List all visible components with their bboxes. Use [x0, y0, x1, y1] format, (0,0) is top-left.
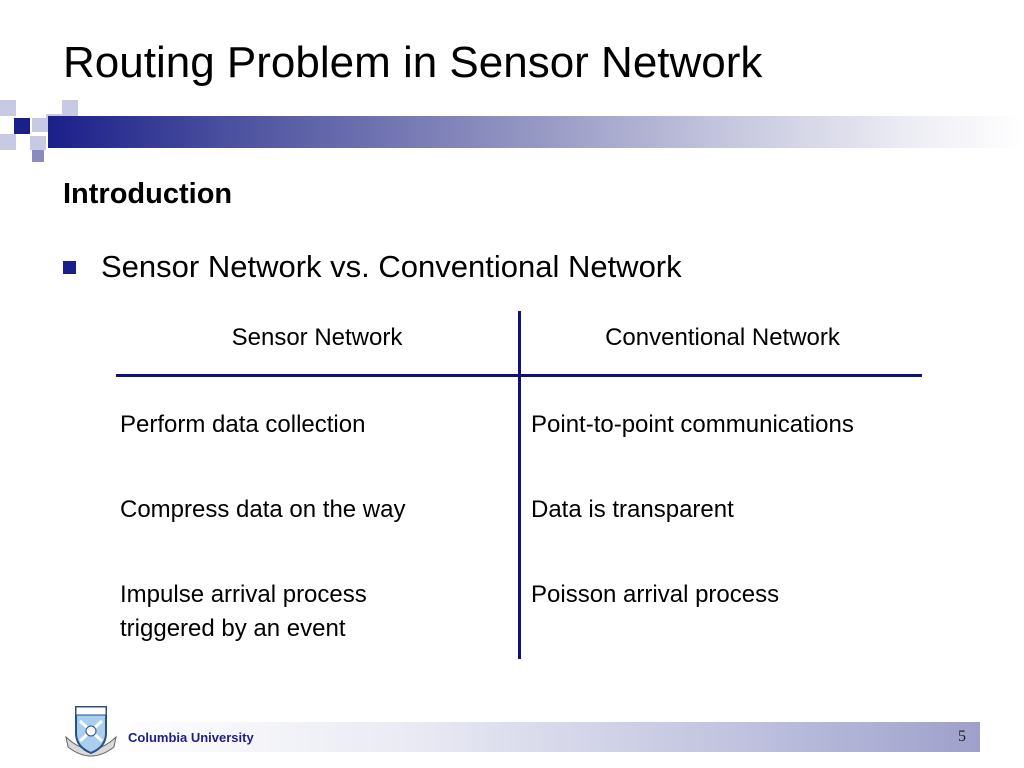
section-heading: Introduction — [63, 178, 233, 210]
column-header-sensor: Sensor Network — [231, 324, 403, 351]
table-cell-right: Poisson arrival process — [531, 581, 780, 608]
footer-organization: Columbia University — [128, 730, 254, 745]
decorative-squares — [0, 100, 78, 162]
table-cell-left: Compress data on the way — [120, 496, 406, 523]
column-header-conventional: Conventional Network — [605, 324, 840, 351]
table-cell-right: Data is transparent — [531, 496, 734, 523]
comparison-table: Sensor Network Conventional Network Perf… — [116, 311, 924, 661]
header-gradient-bar — [48, 116, 1024, 148]
slide-title: Routing Problem in Sensor Network — [63, 38, 763, 87]
column-divider-line — [518, 311, 521, 659]
table-cell-right: Point-to-point communications — [531, 411, 854, 438]
table-cell-left: Perform data collection — [120, 411, 366, 438]
page-number: 5 — [958, 728, 966, 745]
footer-gradient-bar — [108, 722, 980, 752]
table-cell-left: Impulse arrival process triggered by an … — [120, 581, 367, 642]
square-bullet-icon — [63, 261, 76, 274]
bullet-text: Sensor Network vs. Conventional Network — [101, 249, 682, 284]
columbia-crest-icon — [65, 706, 117, 757]
